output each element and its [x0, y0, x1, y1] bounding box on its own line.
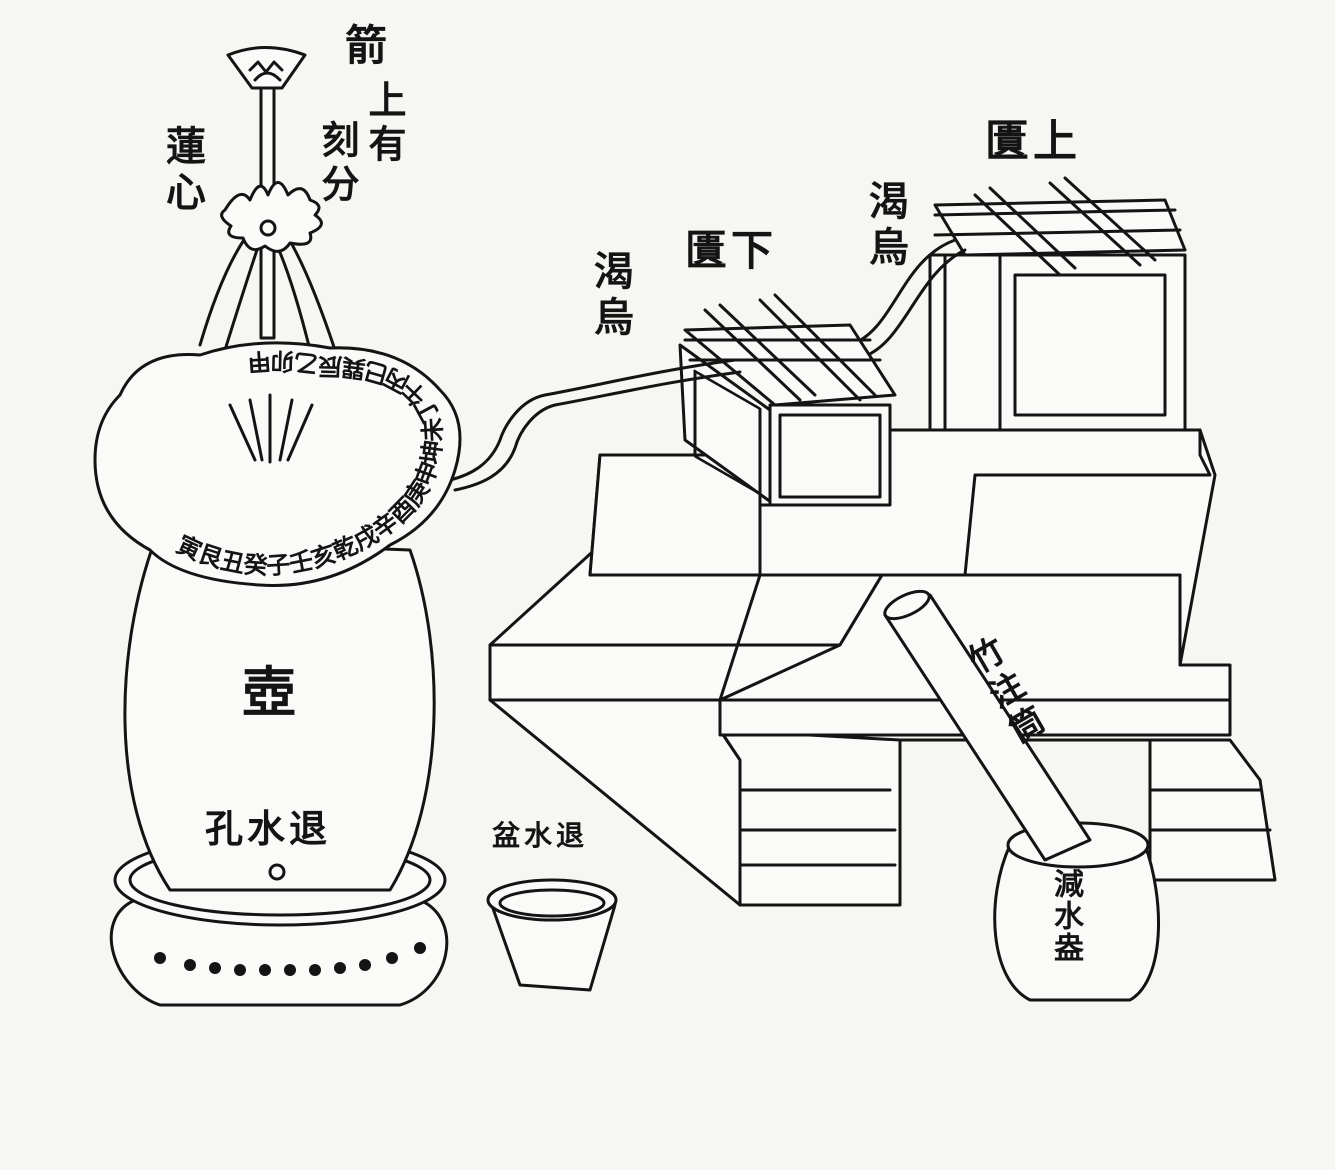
lotus-top-icon: [226, 46, 307, 90]
pot-label: 壺: [242, 660, 296, 724]
lower-cabinet-label: 下匱: [685, 226, 778, 275]
arrow-label-col1: 上有: [362, 80, 407, 168]
drain-basin: [486, 878, 618, 992]
upper-siphon-label: 渴烏: [862, 180, 909, 272]
overflow-jar-label: 減水盎: [1048, 868, 1083, 964]
lower-siphon-tube: [448, 358, 737, 482]
arrow-label-char: 箭: [345, 21, 388, 70]
stepped-platform: [488, 428, 1277, 907]
pot: [109, 538, 449, 1007]
drain-basin-label: 退水盆: [492, 819, 589, 852]
lotus-heart-label: 蓮心: [159, 125, 206, 217]
lotus-arrow: [198, 46, 337, 352]
drain-hole-label: 退水孔: [205, 806, 332, 851]
upper-cabinet: [928, 176, 1187, 432]
upper-cabinet-label: 上匱: [985, 116, 1081, 167]
bamboo-pipe: [883, 589, 1092, 862]
arrow-label-col2: 刻分: [315, 120, 360, 208]
lower-cabinet: [678, 293, 897, 507]
lotus-flower-icon: [220, 181, 323, 253]
direction-ring: 寅艮丑癸子壬亥乾戌辛酉庚申坤未丁午丙巳巽辰乙卯甲: [93, 341, 462, 587]
lower-siphon-label: 渴烏: [587, 250, 634, 342]
drain-hole-icon: [268, 863, 286, 881]
base-dots: [154, 942, 426, 976]
